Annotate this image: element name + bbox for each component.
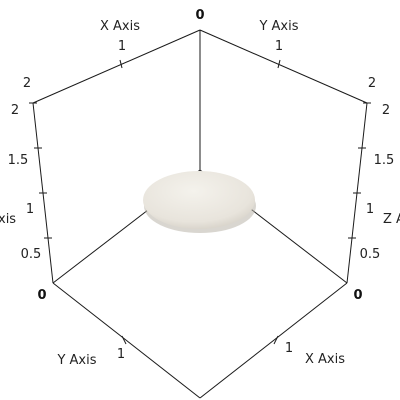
tick-label-right-1-5: 1.5: [374, 153, 395, 168]
tick-label-right-2-top: 2: [368, 76, 376, 91]
ellipsoid-object[interactable]: [143, 171, 256, 233]
tick-bottom-x-1: [273, 335, 279, 345]
y-axis-label-top: Y Axis: [258, 19, 298, 34]
tick-label-right-2: 2: [382, 103, 390, 118]
z-axis-label-left: xis: [0, 212, 16, 227]
tick-label-bottom-x-1: 1: [285, 341, 293, 356]
top-left-edge: [32, 29, 201, 104]
tick-marks: [29, 59, 371, 345]
tick-bottom-y-1: [121, 335, 127, 345]
ellipsoid-body[interactable]: [143, 171, 255, 229]
tick-top-x-1: [119, 59, 123, 69]
tick-label-origin-top: 0: [195, 8, 204, 23]
top-right-edge: [199, 29, 368, 104]
axis-labels: 0 X Axis 1 Y Axis 1 2 2 1.5 1 xis 0.5 0 …: [0, 8, 400, 368]
tick-label-right-0: 0: [353, 288, 362, 303]
tick-label-left-2: 2: [11, 103, 19, 118]
tick-label-left-1-5: 1.5: [8, 153, 29, 168]
tick-label-top-y-1: 1: [275, 39, 283, 54]
y-axis-label-bottom: Y Axis: [56, 353, 96, 368]
z-axis-label-right: Z A: [383, 212, 400, 227]
tick-top-y-1: [277, 59, 281, 69]
tick-label-bottom-y-1: 1: [117, 347, 125, 362]
tick-label-left-0: 0: [37, 288, 46, 303]
tick-label-right-0-5: 0.5: [360, 247, 381, 262]
bottom-right-edge: [199, 282, 348, 399]
tick-label-right-1: 1: [366, 202, 374, 217]
tick-label-top-x-1: 1: [118, 39, 126, 54]
tick-label-left-1: 1: [26, 202, 34, 217]
x-axis-label-bottom: X Axis: [305, 352, 345, 367]
tick-label-left-2-top: 2: [23, 76, 31, 91]
x-axis-label-top: X Axis: [100, 19, 140, 34]
tick-label-left-0-5: 0.5: [21, 247, 42, 262]
bottom-left-edge: [52, 282, 201, 399]
